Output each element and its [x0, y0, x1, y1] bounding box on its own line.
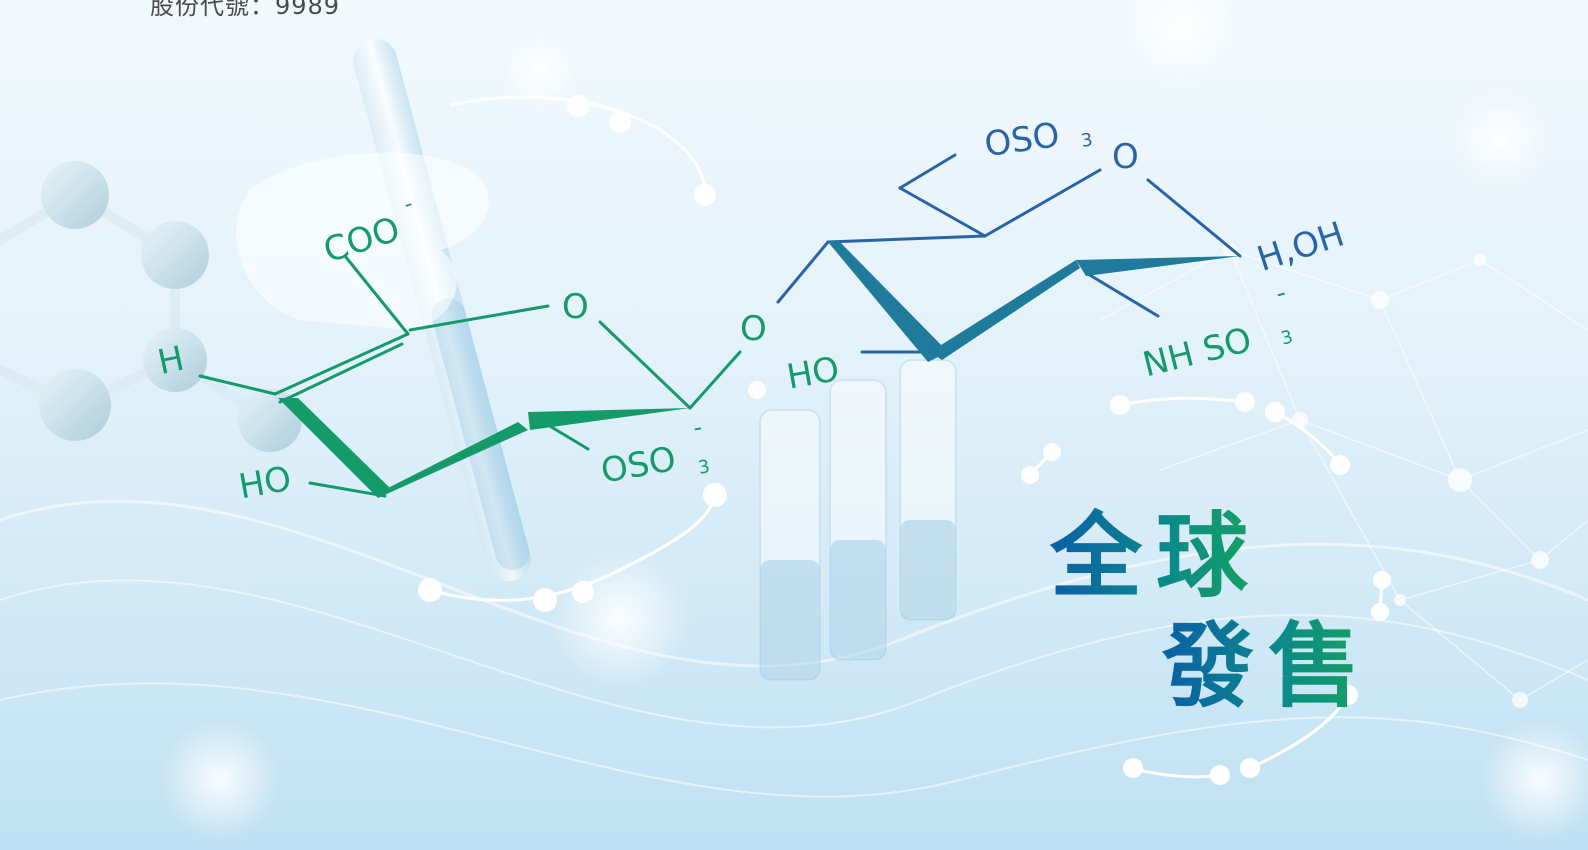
label-ho-left: HO: [236, 459, 294, 507]
label-oso3-top: OSO: [982, 115, 1062, 165]
arc-nodes: [418, 95, 1391, 785]
label-oso3-left: OSO: [598, 439, 679, 491]
molecule-bonds-green: [198, 254, 742, 498]
label-nh-so3-charge: -: [1273, 278, 1289, 309]
label-o-ring2: O: [1112, 137, 1139, 177]
bokeh-glow: [160, 0, 1588, 840]
molecule-wedges-green: [278, 398, 690, 498]
stock-code-text: 股份代號：9989: [150, 0, 341, 20]
label-h-oh: H,OH: [1252, 214, 1349, 279]
headline-global: 全球: [1050, 482, 1262, 615]
label-oso3-left-sub: 3: [697, 456, 712, 479]
label-oso3-left-charge: -: [691, 413, 704, 442]
label-nh-so3: NH SO: [1139, 320, 1256, 385]
headline-offering: 發售: [1162, 592, 1374, 725]
network-nodes: [1223, 243, 1549, 708]
molecule-wedges-blue: [828, 240, 1240, 362]
label-o-ring1: O: [562, 287, 589, 327]
test-tube-rack-decoration: [759, 359, 957, 681]
label-ho-mid: HO: [784, 349, 842, 397]
molecule-bonds-blue: [776, 153, 1242, 354]
label-nh-so3-sub: 3: [1279, 326, 1295, 349]
label-o-bridge: O: [740, 309, 767, 349]
glove-hand-decoration: [236, 152, 489, 330]
label-oso3-top-sub: 3: [1080, 129, 1094, 151]
